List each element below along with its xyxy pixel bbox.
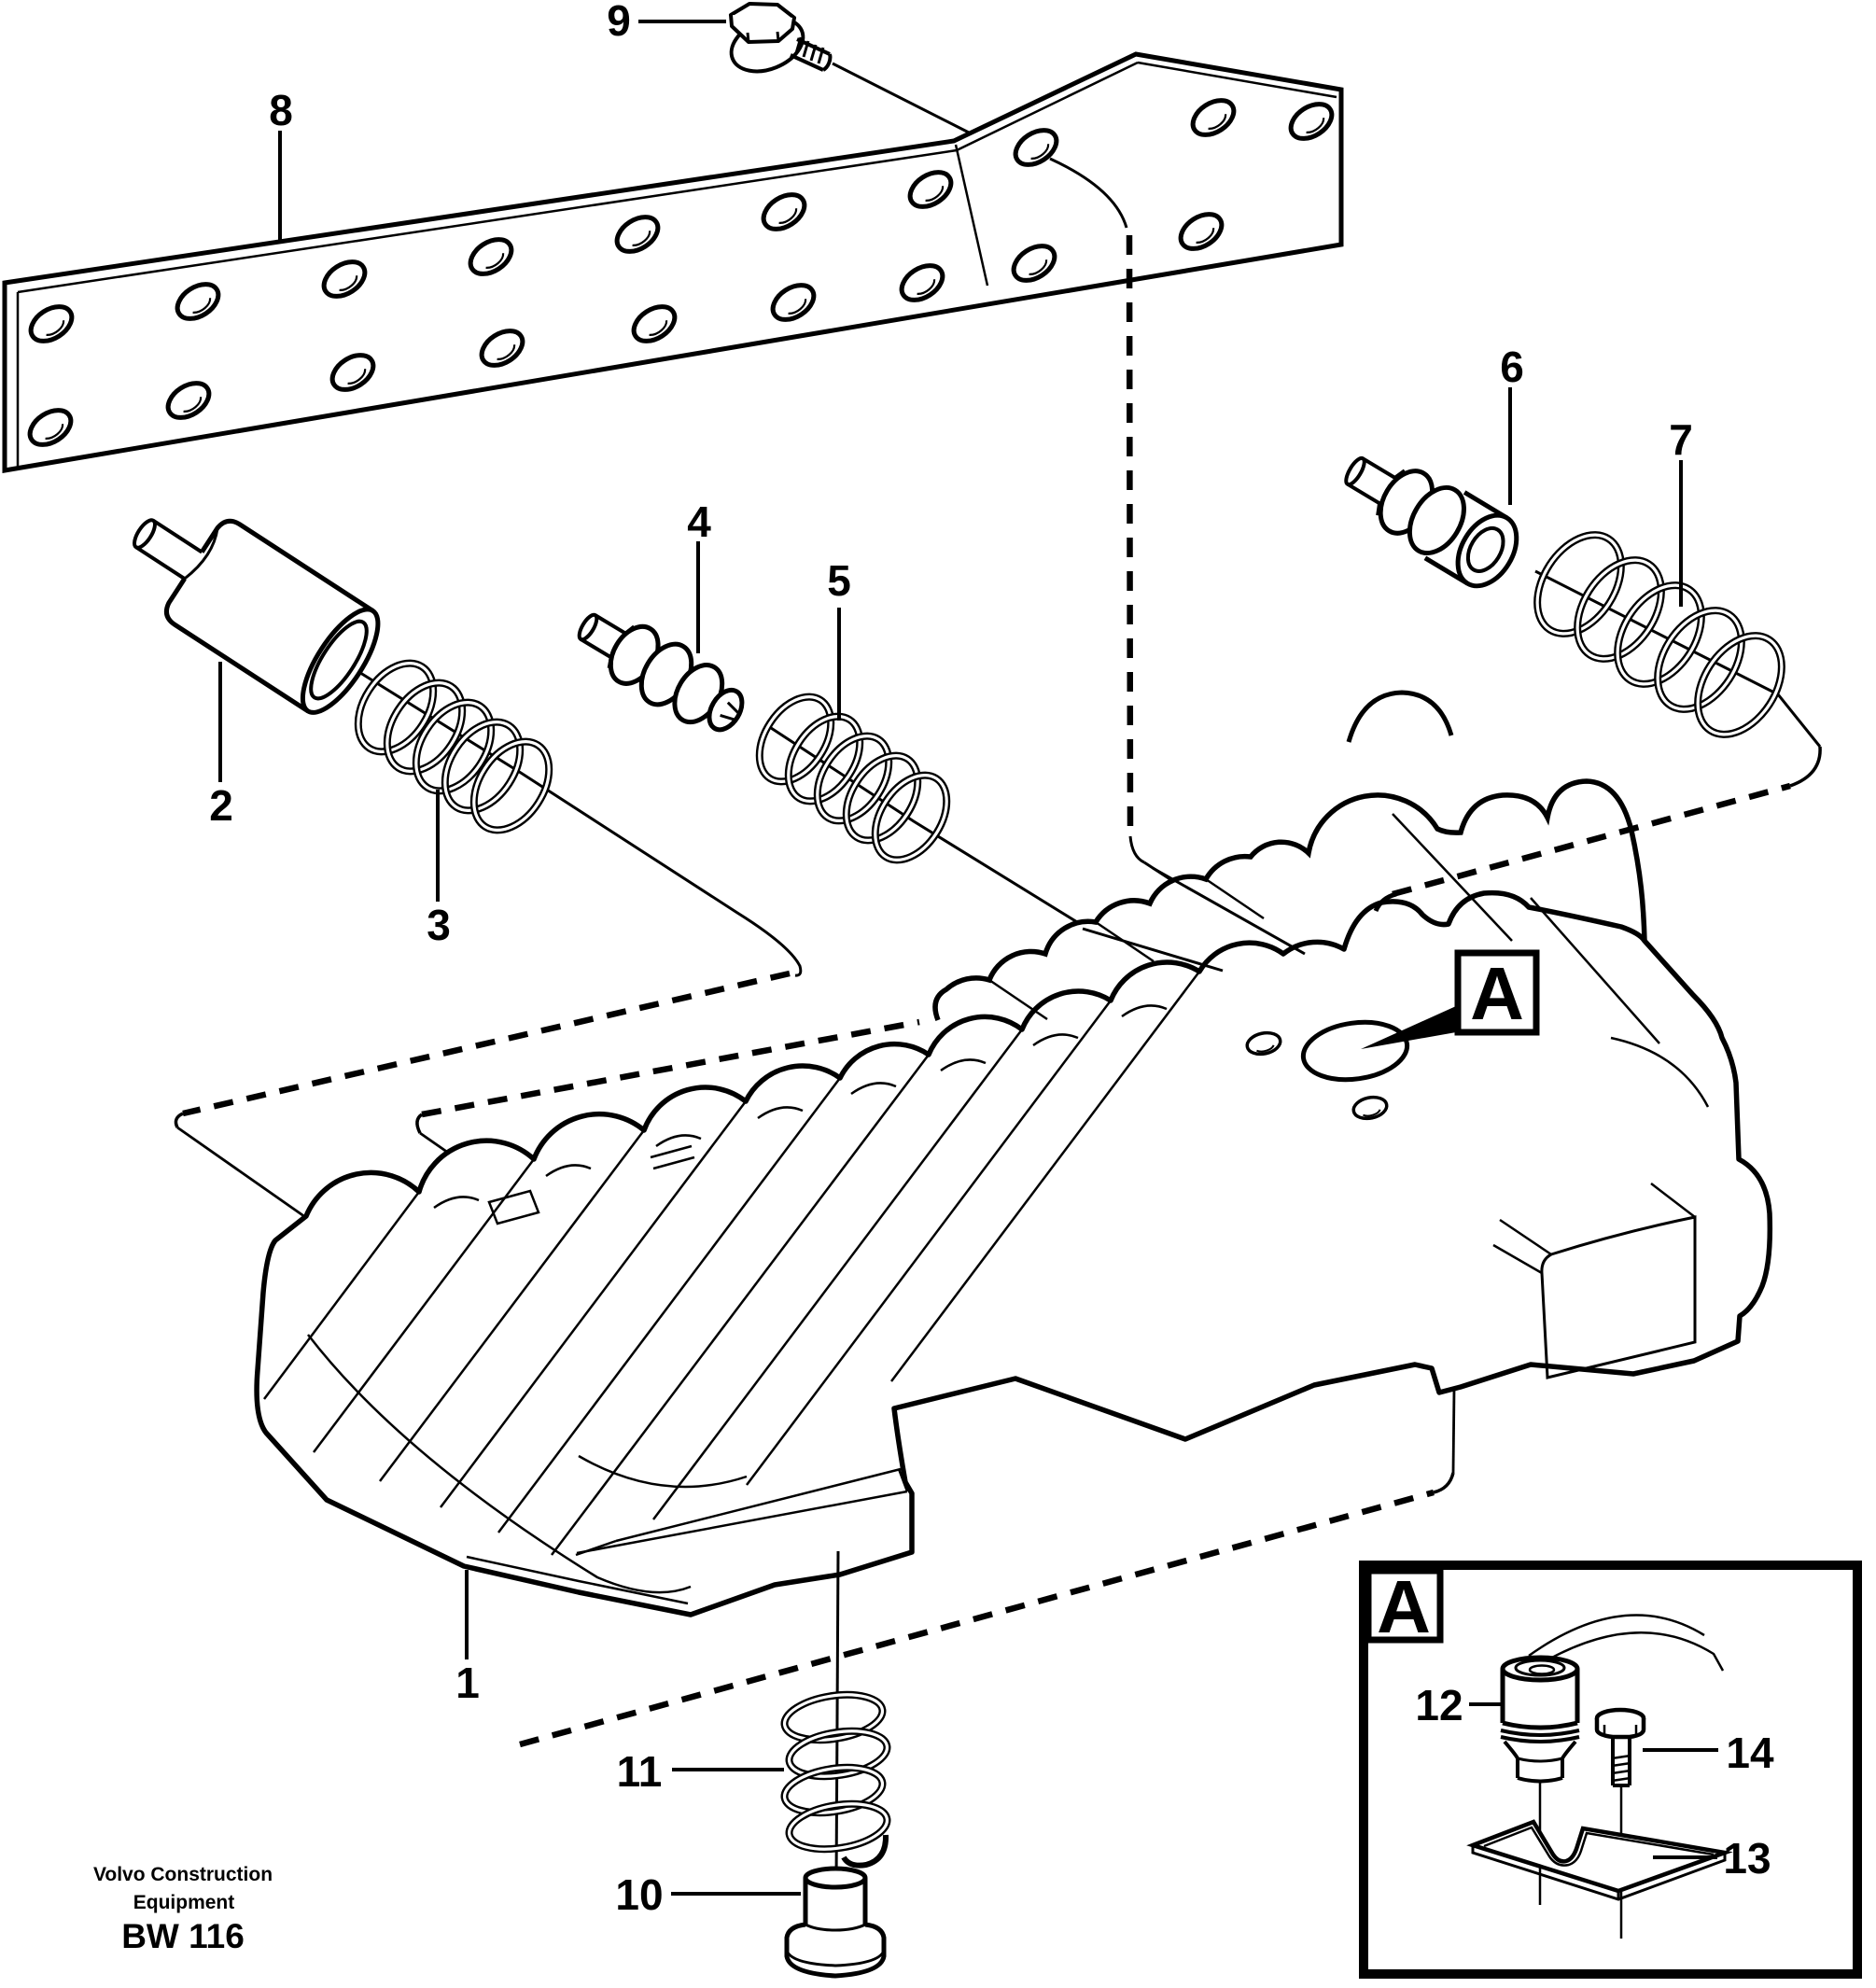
svg-text:12: 12 [1415,1681,1463,1729]
svg-text:6: 6 [1500,343,1524,391]
svg-text:3: 3 [427,901,451,949]
svg-text:Equipment: Equipment [133,1892,235,1913]
svg-text:10: 10 [615,1870,663,1919]
svg-text:1: 1 [455,1659,480,1707]
svg-text:7: 7 [1669,415,1693,464]
svg-text:11: 11 [617,1747,663,1796]
svg-text:5: 5 [827,556,851,605]
svg-text:8: 8 [269,86,293,134]
svg-text:Volvo Construction: Volvo Construction [93,1864,273,1885]
svg-text:9: 9 [607,0,631,45]
svg-text:13: 13 [1723,1834,1771,1883]
svg-text:BW 116: BW 116 [121,1917,245,1955]
svg-text:14: 14 [1726,1729,1774,1777]
svg-text:A: A [1470,952,1524,1035]
svg-text:4: 4 [687,497,711,546]
svg-text:2: 2 [209,781,233,830]
svg-text:A: A [1377,1565,1431,1648]
